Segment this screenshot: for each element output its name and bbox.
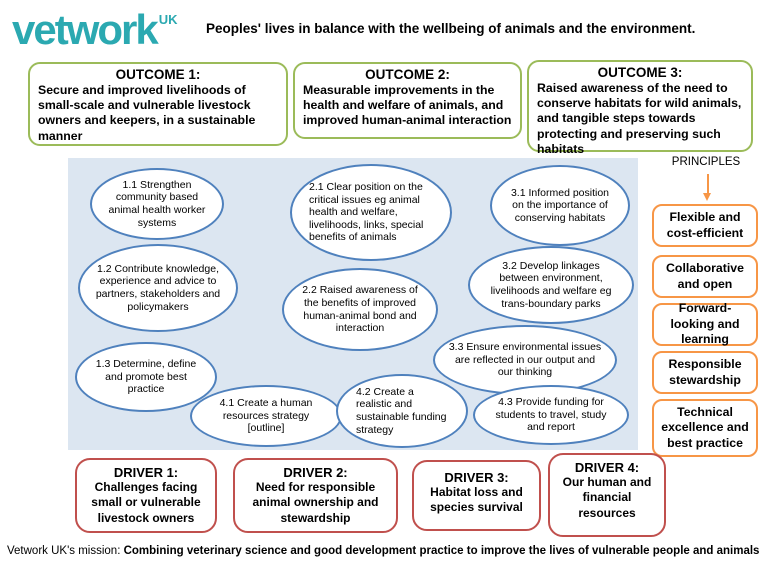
activity-4-3-ellipse: 4.3 Provide funding for students to trav… xyxy=(473,385,629,445)
driver-4-box: DRIVER 4: Our human and financial resour… xyxy=(548,453,666,537)
driver-1-title: DRIVER 1: xyxy=(113,465,179,480)
driver-2-title: DRIVER 2: xyxy=(283,465,348,480)
outcome-2-box: OUTCOME 2: Measurable improvements in th… xyxy=(293,62,522,139)
driver-1-body: Challenges facing small or vulnerable li… xyxy=(91,480,201,525)
driver-3-box: DRIVER 3: Habitat loss and species survi… xyxy=(412,460,541,531)
principle-collaborative-box: Collaborative and open xyxy=(652,255,758,298)
activity-1-1-ellipse: 1.1 Strengthen community based animal he… xyxy=(90,168,224,240)
activity-3-3-ellipse: 3.3 Ensure environmental issues are refl… xyxy=(433,325,617,395)
principles-label: PRINCIPLES xyxy=(671,156,741,168)
activity-2-2-ellipse: 2.2 Raised awareness of the benefits of … xyxy=(282,268,438,351)
principle-forward-looking-box: Forward-looking and learning xyxy=(652,301,758,346)
arrow-head xyxy=(703,193,711,201)
activity-1-2-ellipse: 1.2 Contribute knowledge, experience and… xyxy=(78,244,238,332)
arrow-shaft xyxy=(706,174,709,194)
activity-4-2-ellipse: 4.2 Create a realistic and sustainable f… xyxy=(336,374,468,448)
outcome-3-body: Raised awareness of the need to conserve… xyxy=(537,81,742,156)
mission-text: Combining veterinary science and good de… xyxy=(123,545,760,557)
down-arrow-icon xyxy=(703,174,712,202)
outcome-2-title: OUTCOME 2: xyxy=(365,67,450,82)
driver-3-title: DRIVER 3: xyxy=(444,470,509,485)
outcome-1-box: OUTCOME 1: Secure and improved livelihoo… xyxy=(28,62,288,146)
outcome-3-box: OUTCOME 3: Raised awareness of the need … xyxy=(527,60,753,156)
driver-4-title: DRIVER 4: xyxy=(574,460,640,475)
logo-wordmark: vetwork xyxy=(12,6,159,53)
logo-uk-superscript: UK xyxy=(158,12,178,27)
principle-stewardship-box: Responsible stewardship xyxy=(652,351,758,394)
outcome-2-body: Measurable improvements in the health an… xyxy=(303,83,512,128)
outcome-1-title: OUTCOME 1: xyxy=(115,67,201,82)
principle-flexible-box: Flexible and cost-efficient xyxy=(652,204,758,247)
driver-4-body: Our human and financial resources xyxy=(562,475,652,520)
outcome-3-title: OUTCOME 3: xyxy=(597,65,683,80)
mission-statement: Vetwork UK's mission: Combining veterina… xyxy=(7,545,775,557)
outcome-1-body: Secure and improved livelihoods of small… xyxy=(38,83,256,143)
driver-3-body: Habitat loss and species survival xyxy=(430,485,523,515)
activity-4-1-ellipse: 4.1 Create a human resources strategy [o… xyxy=(190,385,342,447)
activity-3-2-ellipse: 3.2 Develop linkages between environment… xyxy=(468,246,634,324)
activity-1-3-ellipse: 1.3 Determine, define and promote best p… xyxy=(75,342,217,412)
activity-3-1-ellipse: 3.1 Informed position on the importance … xyxy=(490,165,630,246)
driver-1-box: DRIVER 1: Challenges facing small or vul… xyxy=(75,458,217,533)
driver-2-box: DRIVER 2: Need for responsible animal ow… xyxy=(233,458,398,533)
principle-excellence-box: Technical excellence and best practice xyxy=(652,399,758,457)
activity-2-1-ellipse: 2.1 Clear position on the critical issue… xyxy=(290,164,452,261)
driver-2-body: Need for responsible animal ownership an… xyxy=(252,480,379,525)
mission-prefix: Vetwork UK's mission: xyxy=(7,545,124,557)
tagline: Peoples' lives in balance with the wellb… xyxy=(206,21,696,36)
